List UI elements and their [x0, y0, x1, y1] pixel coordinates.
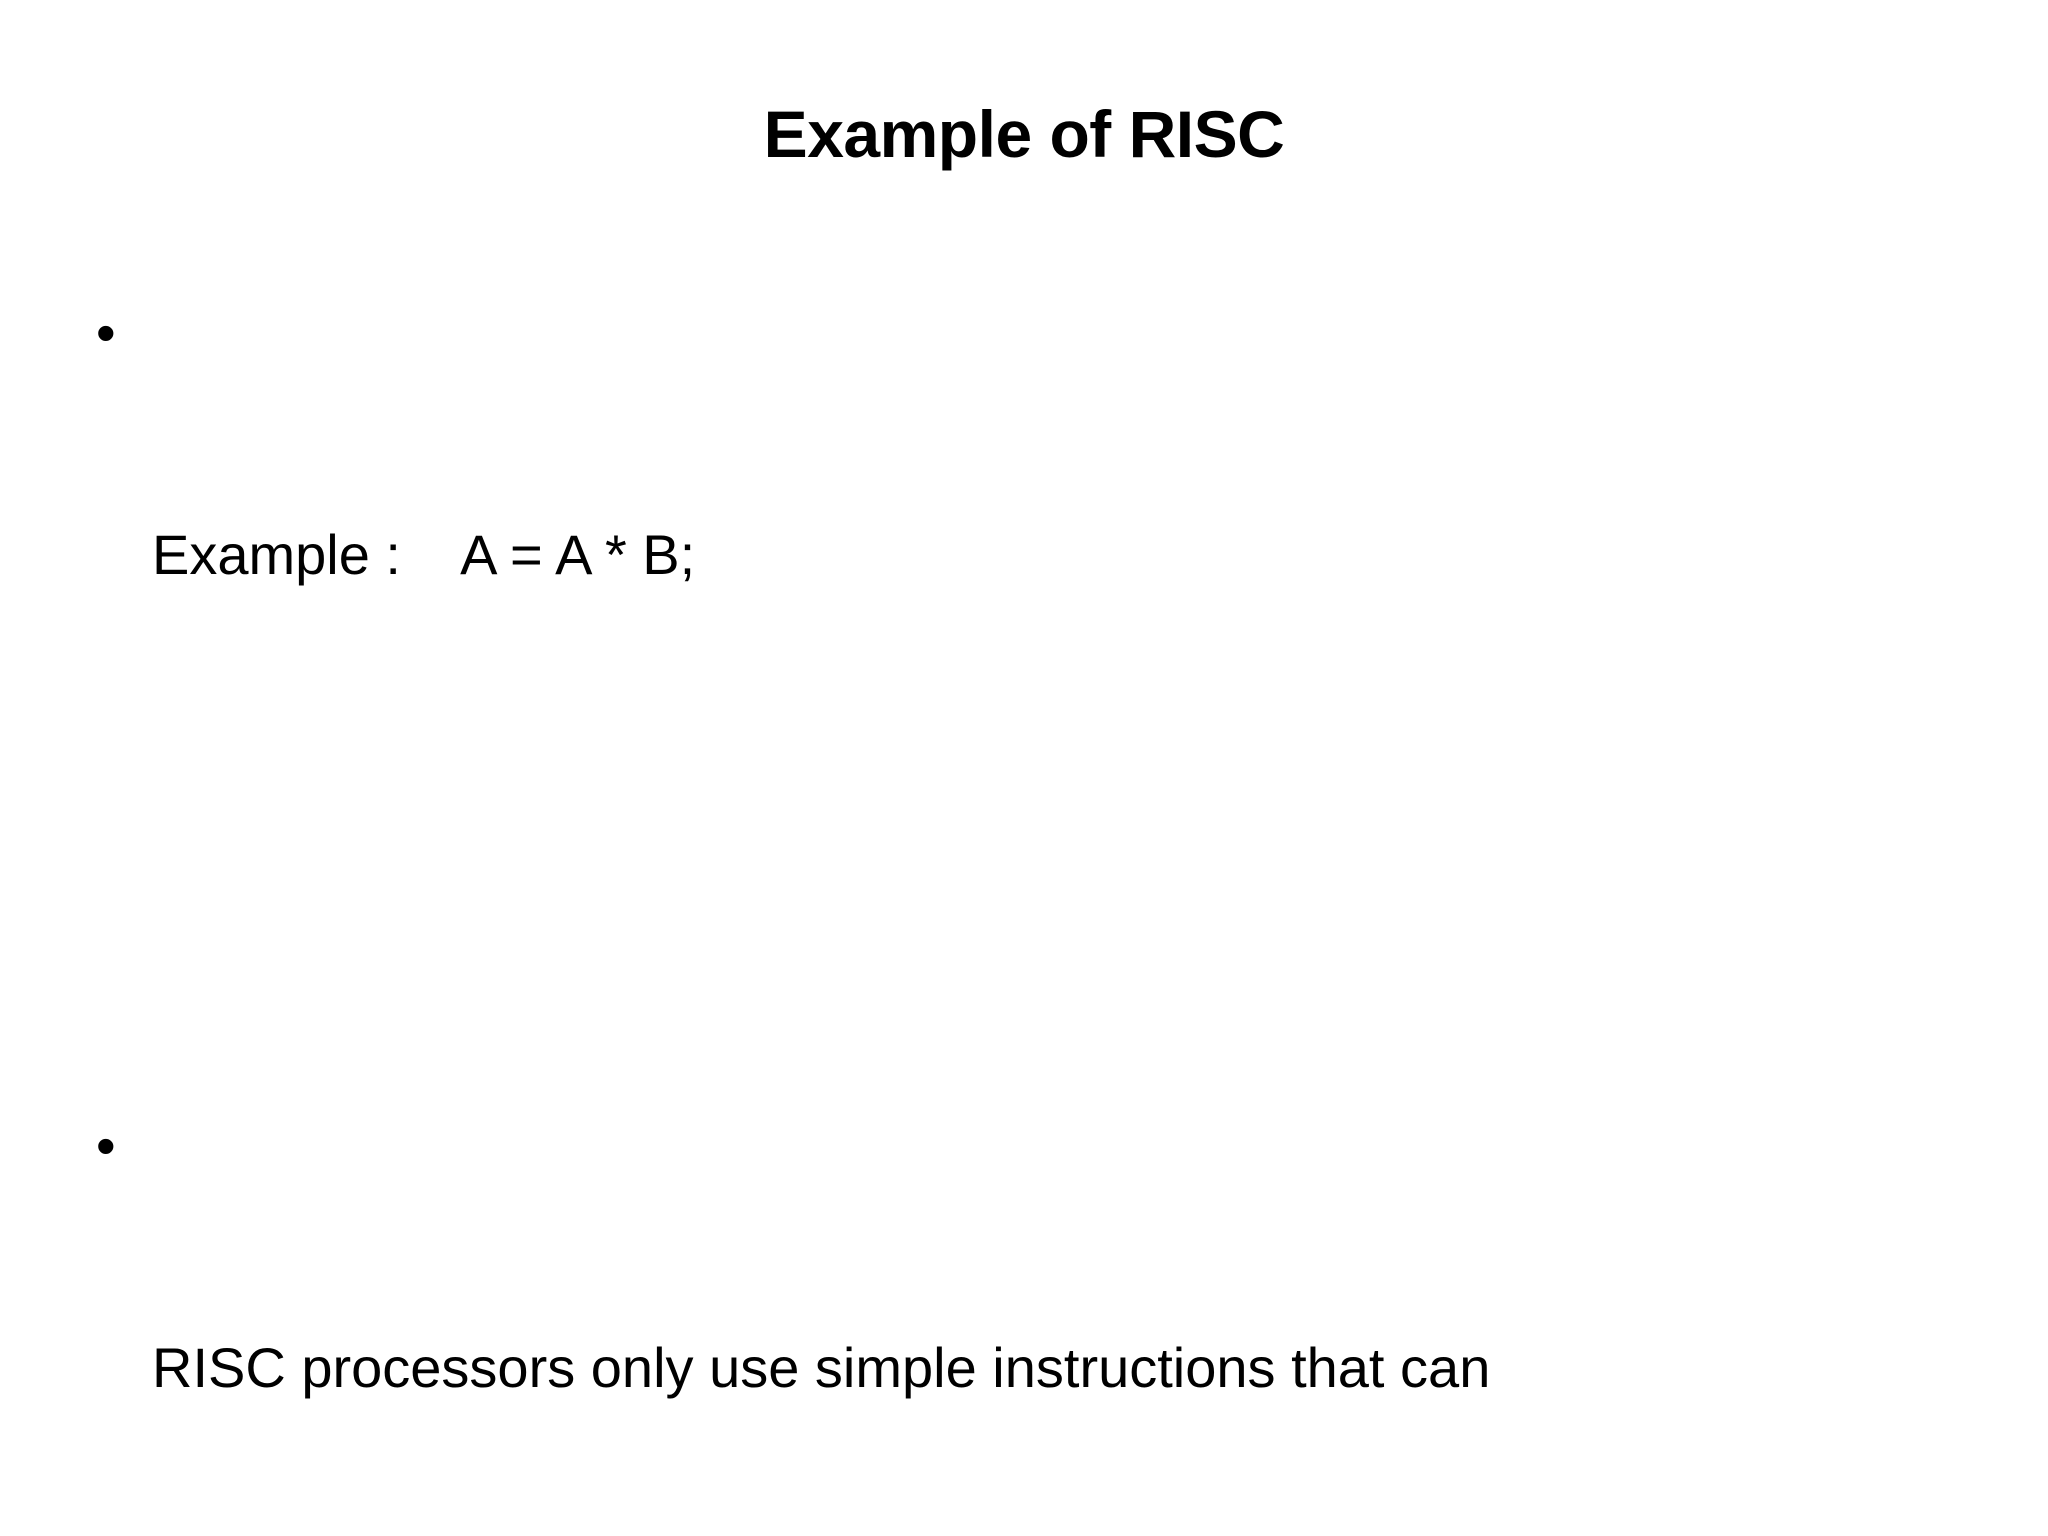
bullet-text-line: RISC processors only use simple instruct… [152, 1335, 1491, 1399]
slide-body: • Example : A = A * B; • RISC processors… [96, 148, 1996, 1536]
bullet-item-1: • Example : A = A * B; [96, 148, 1996, 887]
page-title: Example of RISC [763, 97, 1285, 172]
bullet-row: • Example : A = A * B; [96, 296, 1996, 739]
bullet-point-icon: • [96, 1113, 116, 1177]
bullet-item-2: • RISC processors only use simple instru… [96, 961, 1996, 1536]
bullet-text-line: Example : A = A * B; [152, 522, 696, 586]
bullet-point-icon: • [96, 300, 116, 364]
paragraph-spacer [96, 887, 1996, 961]
bullet-row: • RISC processors only use simple instru… [96, 1109, 1996, 1536]
